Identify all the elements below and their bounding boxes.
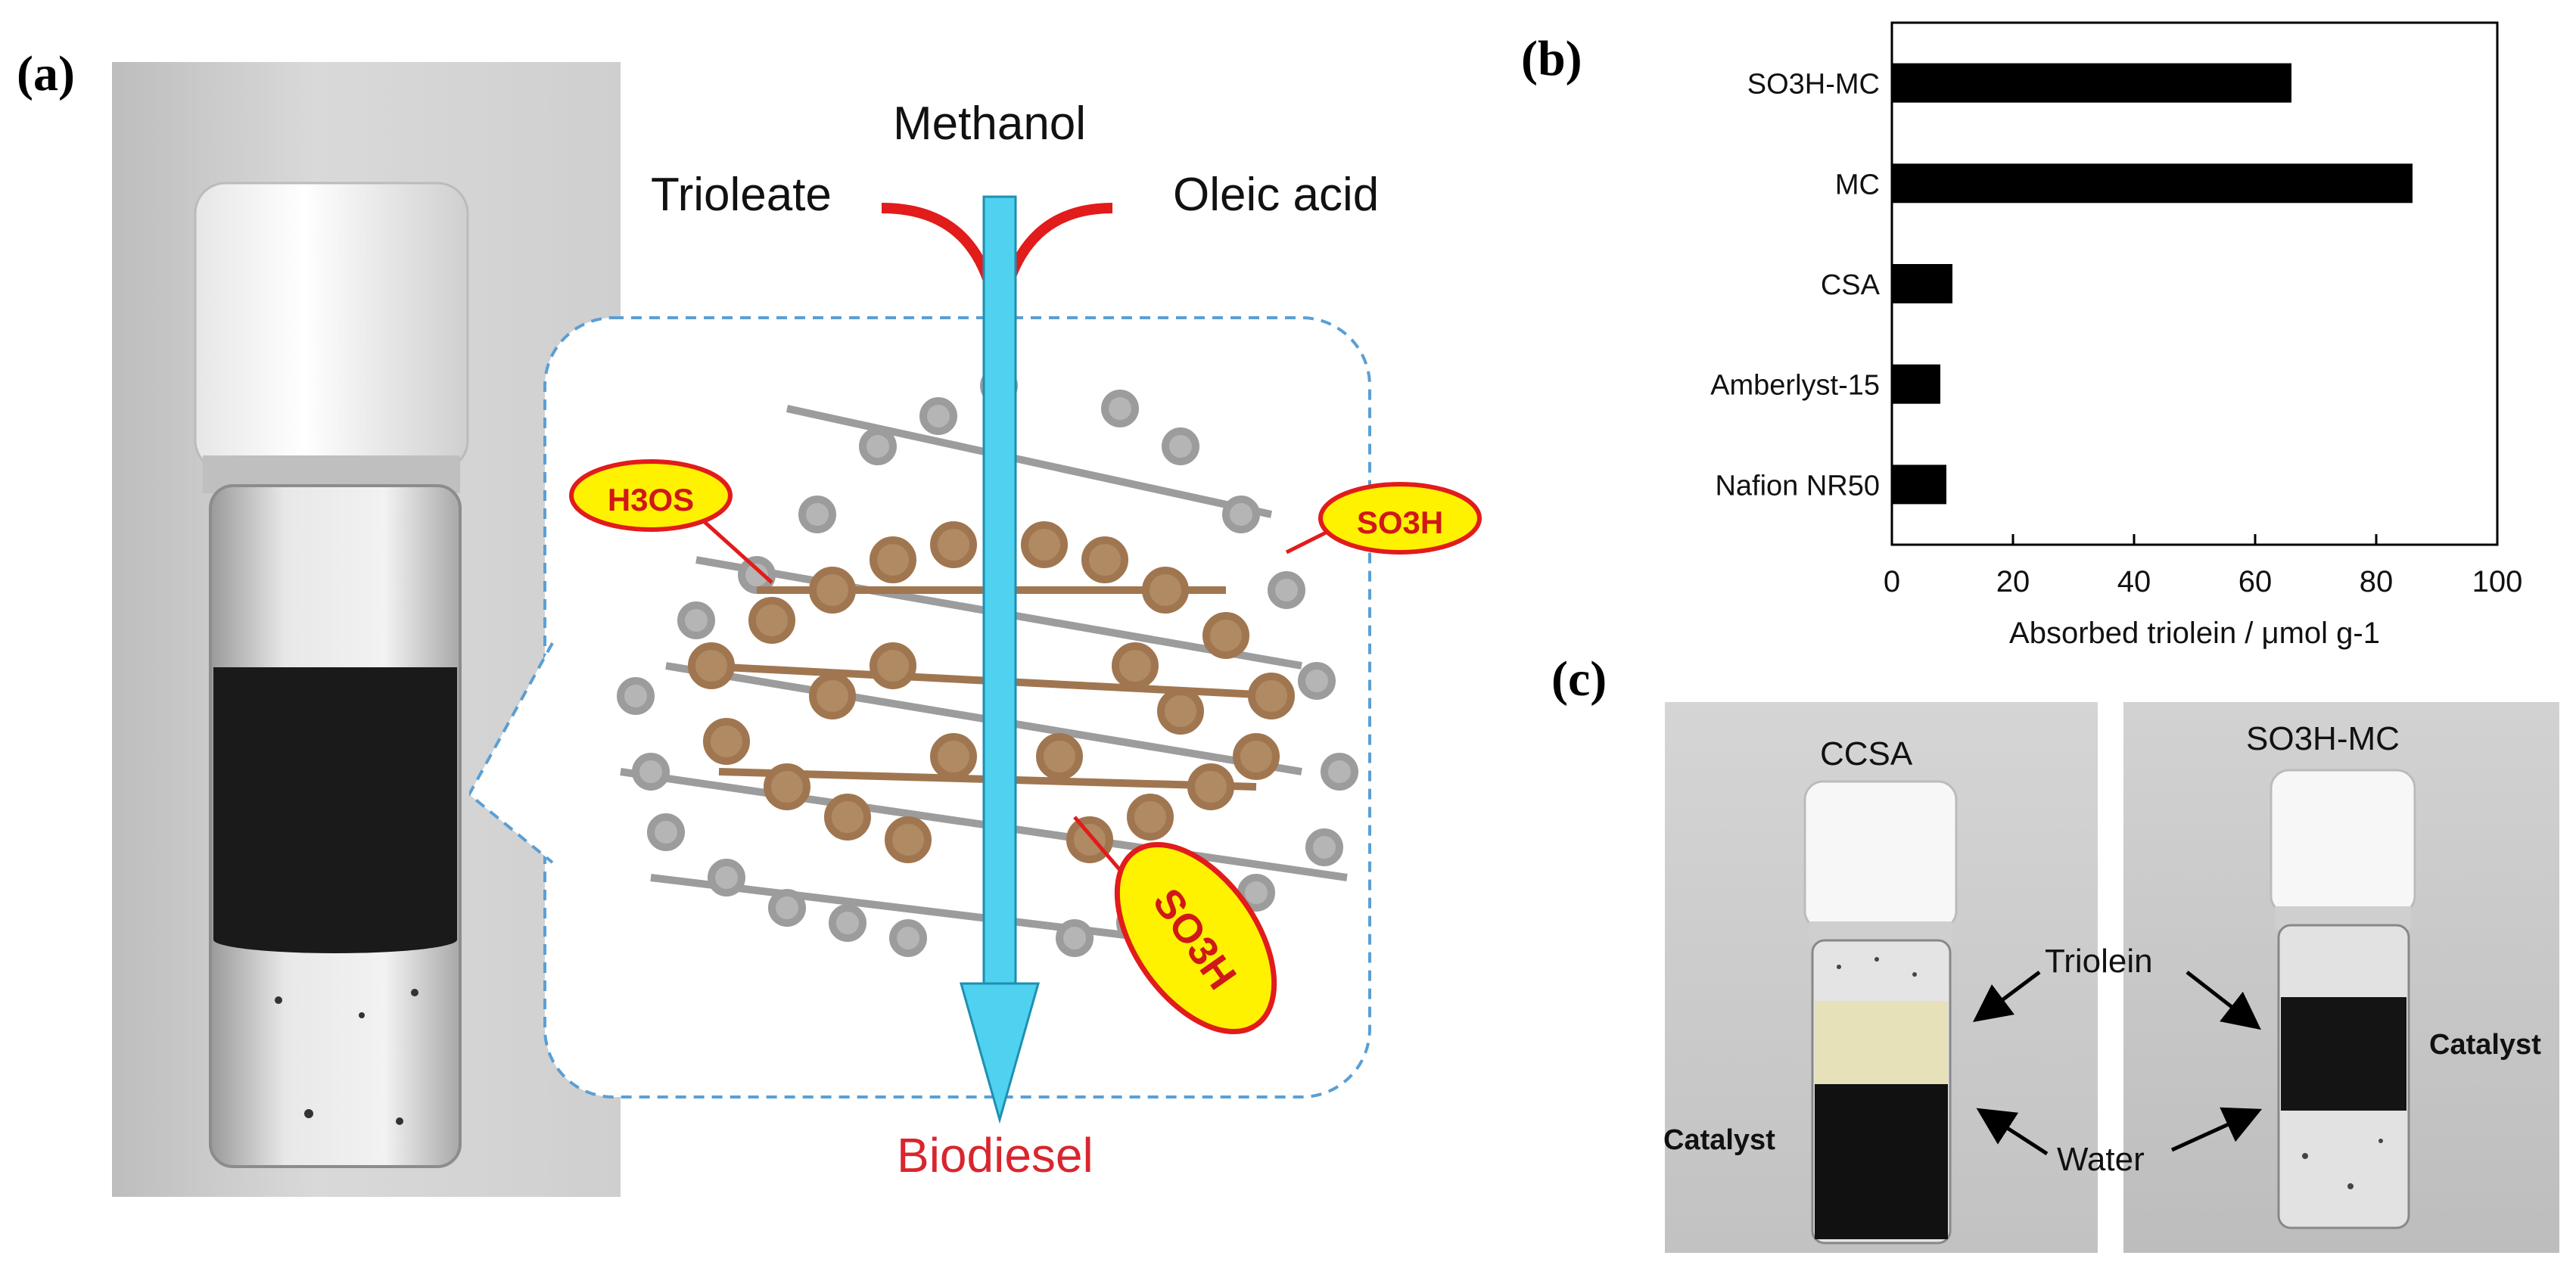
x-tick-label: 60 bbox=[2238, 565, 2273, 598]
annotation-arrows bbox=[1973, 971, 2263, 1156]
x-tick-label: 80 bbox=[2360, 565, 2394, 598]
x-tick-label: 100 bbox=[2472, 565, 2523, 598]
category-label: Amberlyst-15 bbox=[1710, 370, 1880, 402]
bar-1 bbox=[1892, 163, 2413, 204]
category-label: CSA bbox=[1821, 269, 1881, 301]
label-catalyst-right: Catalyst bbox=[2429, 1029, 2541, 1061]
tag-right-text: SO3H bbox=[1357, 505, 1443, 540]
tag-bottom bbox=[1114, 841, 1277, 1035]
photo-ccsa bbox=[1665, 702, 2098, 1253]
label-catalyst-left: Catalyst bbox=[1663, 1124, 1775, 1156]
vial-photo bbox=[112, 62, 621, 1197]
vial-graphic bbox=[194, 182, 469, 1168]
flow-arrow-head bbox=[960, 982, 1040, 1124]
tag-left bbox=[569, 459, 733, 532]
carbon-sheet-brown bbox=[688, 521, 1295, 863]
category-label: MC bbox=[1835, 169, 1880, 200]
arrow-water-left bbox=[1976, 1108, 2049, 1156]
label-oleic-acid: Oleic acid bbox=[1173, 169, 1380, 221]
vial-ccsa-graphic bbox=[1803, 780, 1958, 1245]
chart-frame bbox=[1890, 21, 2499, 546]
panel-label-b: (b) bbox=[1521, 31, 1582, 86]
trioleate-path bbox=[881, 203, 1004, 334]
x-axis-label: Absorbed triolein / μmol g-1 bbox=[2009, 617, 2380, 650]
panel-label-a: (a) bbox=[17, 46, 75, 101]
label-biodiesel: Biodiesel bbox=[897, 1128, 1094, 1182]
x-tick-label: 40 bbox=[2117, 565, 2151, 598]
flow-arrow-shaft bbox=[982, 195, 1017, 1046]
schematic: H3OS SO3H SO3H bbox=[469, 195, 1482, 1124]
arrow-triolein-left bbox=[1973, 971, 2041, 1022]
tag-left-text: H3OS bbox=[608, 482, 694, 517]
category-label: SO3H-MC bbox=[1747, 69, 1880, 101]
arrow-water-right bbox=[2170, 1107, 2263, 1152]
label-methanol: Methanol bbox=[893, 98, 1087, 150]
bar-2 bbox=[1892, 264, 1952, 303]
panel-label-c: (c) bbox=[1551, 651, 1607, 707]
label-trioleate: Trioleate bbox=[651, 169, 832, 221]
bar-0 bbox=[1892, 63, 2291, 103]
category-label: Nafion NR50 bbox=[1715, 470, 1880, 502]
label-ccsa: CCSA bbox=[1820, 735, 1913, 772]
arrow-triolein-right bbox=[2186, 971, 2261, 1030]
x-tick-label: 0 bbox=[1884, 565, 1900, 598]
x-tick-label: 20 bbox=[1996, 565, 2030, 598]
label-water: Water bbox=[2057, 1141, 2145, 1178]
tag-right bbox=[1318, 482, 1482, 555]
label-so3h-mc-photo: SO3H-MC bbox=[2246, 720, 2400, 757]
vial-so3h-mc-graphic bbox=[2270, 769, 2416, 1229]
label-triolein: Triolein bbox=[2045, 943, 2153, 980]
